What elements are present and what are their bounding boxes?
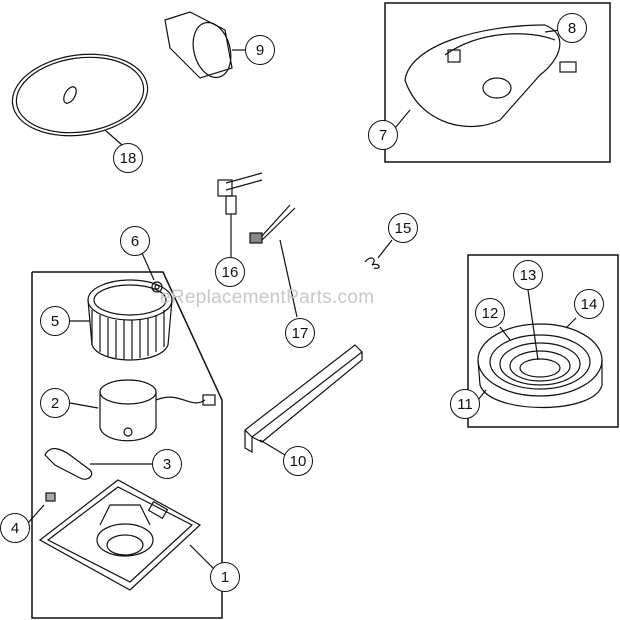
callout-1[interactable]: 1 — [210, 562, 240, 592]
part-12-light-assembly — [477, 289, 603, 408]
part-9-duct-connector — [164, 11, 246, 79]
callout-11[interactable]: 11 — [450, 389, 480, 419]
part-15-clip — [364, 239, 393, 269]
group-box-light — [467, 254, 619, 428]
callout-16[interactable]: 16 — [215, 257, 245, 287]
group-box-housing — [31, 271, 223, 619]
part-5-blower-wheel — [70, 279, 173, 361]
callout-8[interactable]: 8 — [557, 13, 587, 43]
part-10-bar-hanger — [244, 344, 363, 456]
callout-3[interactable]: 3 — [152, 449, 182, 479]
callout-18[interactable]: 18 — [113, 143, 143, 173]
callout-7[interactable]: 7 — [368, 120, 398, 150]
callout-4[interactable]: 4 — [0, 513, 30, 543]
callout-2[interactable]: 2 — [40, 388, 70, 418]
part-16-connector — [217, 172, 263, 257]
part-4-clip — [27, 492, 56, 524]
part-17-wire — [249, 204, 298, 318]
watermark: eReplacementParts.com — [160, 287, 375, 308]
callout-15[interactable]: 15 — [388, 213, 418, 243]
callout-12[interactable]: 12 — [475, 298, 505, 328]
part-2-motor — [69, 379, 216, 442]
callout-10[interactable]: 10 — [283, 446, 313, 476]
part-3-bracket — [44, 448, 152, 480]
callout-13[interactable]: 13 — [513, 260, 543, 290]
part-1-housing — [38, 479, 216, 591]
part-8-grille — [394, 24, 577, 129]
callout-17[interactable]: 17 — [285, 318, 315, 348]
callout-9[interactable]: 9 — [245, 35, 275, 65]
group-box-grille — [384, 2, 611, 163]
callout-14[interactable]: 14 — [574, 289, 604, 319]
callout-6[interactable]: 6 — [120, 226, 150, 256]
part-18-lens — [11, 53, 149, 146]
callout-5[interactable]: 5 — [40, 306, 70, 336]
